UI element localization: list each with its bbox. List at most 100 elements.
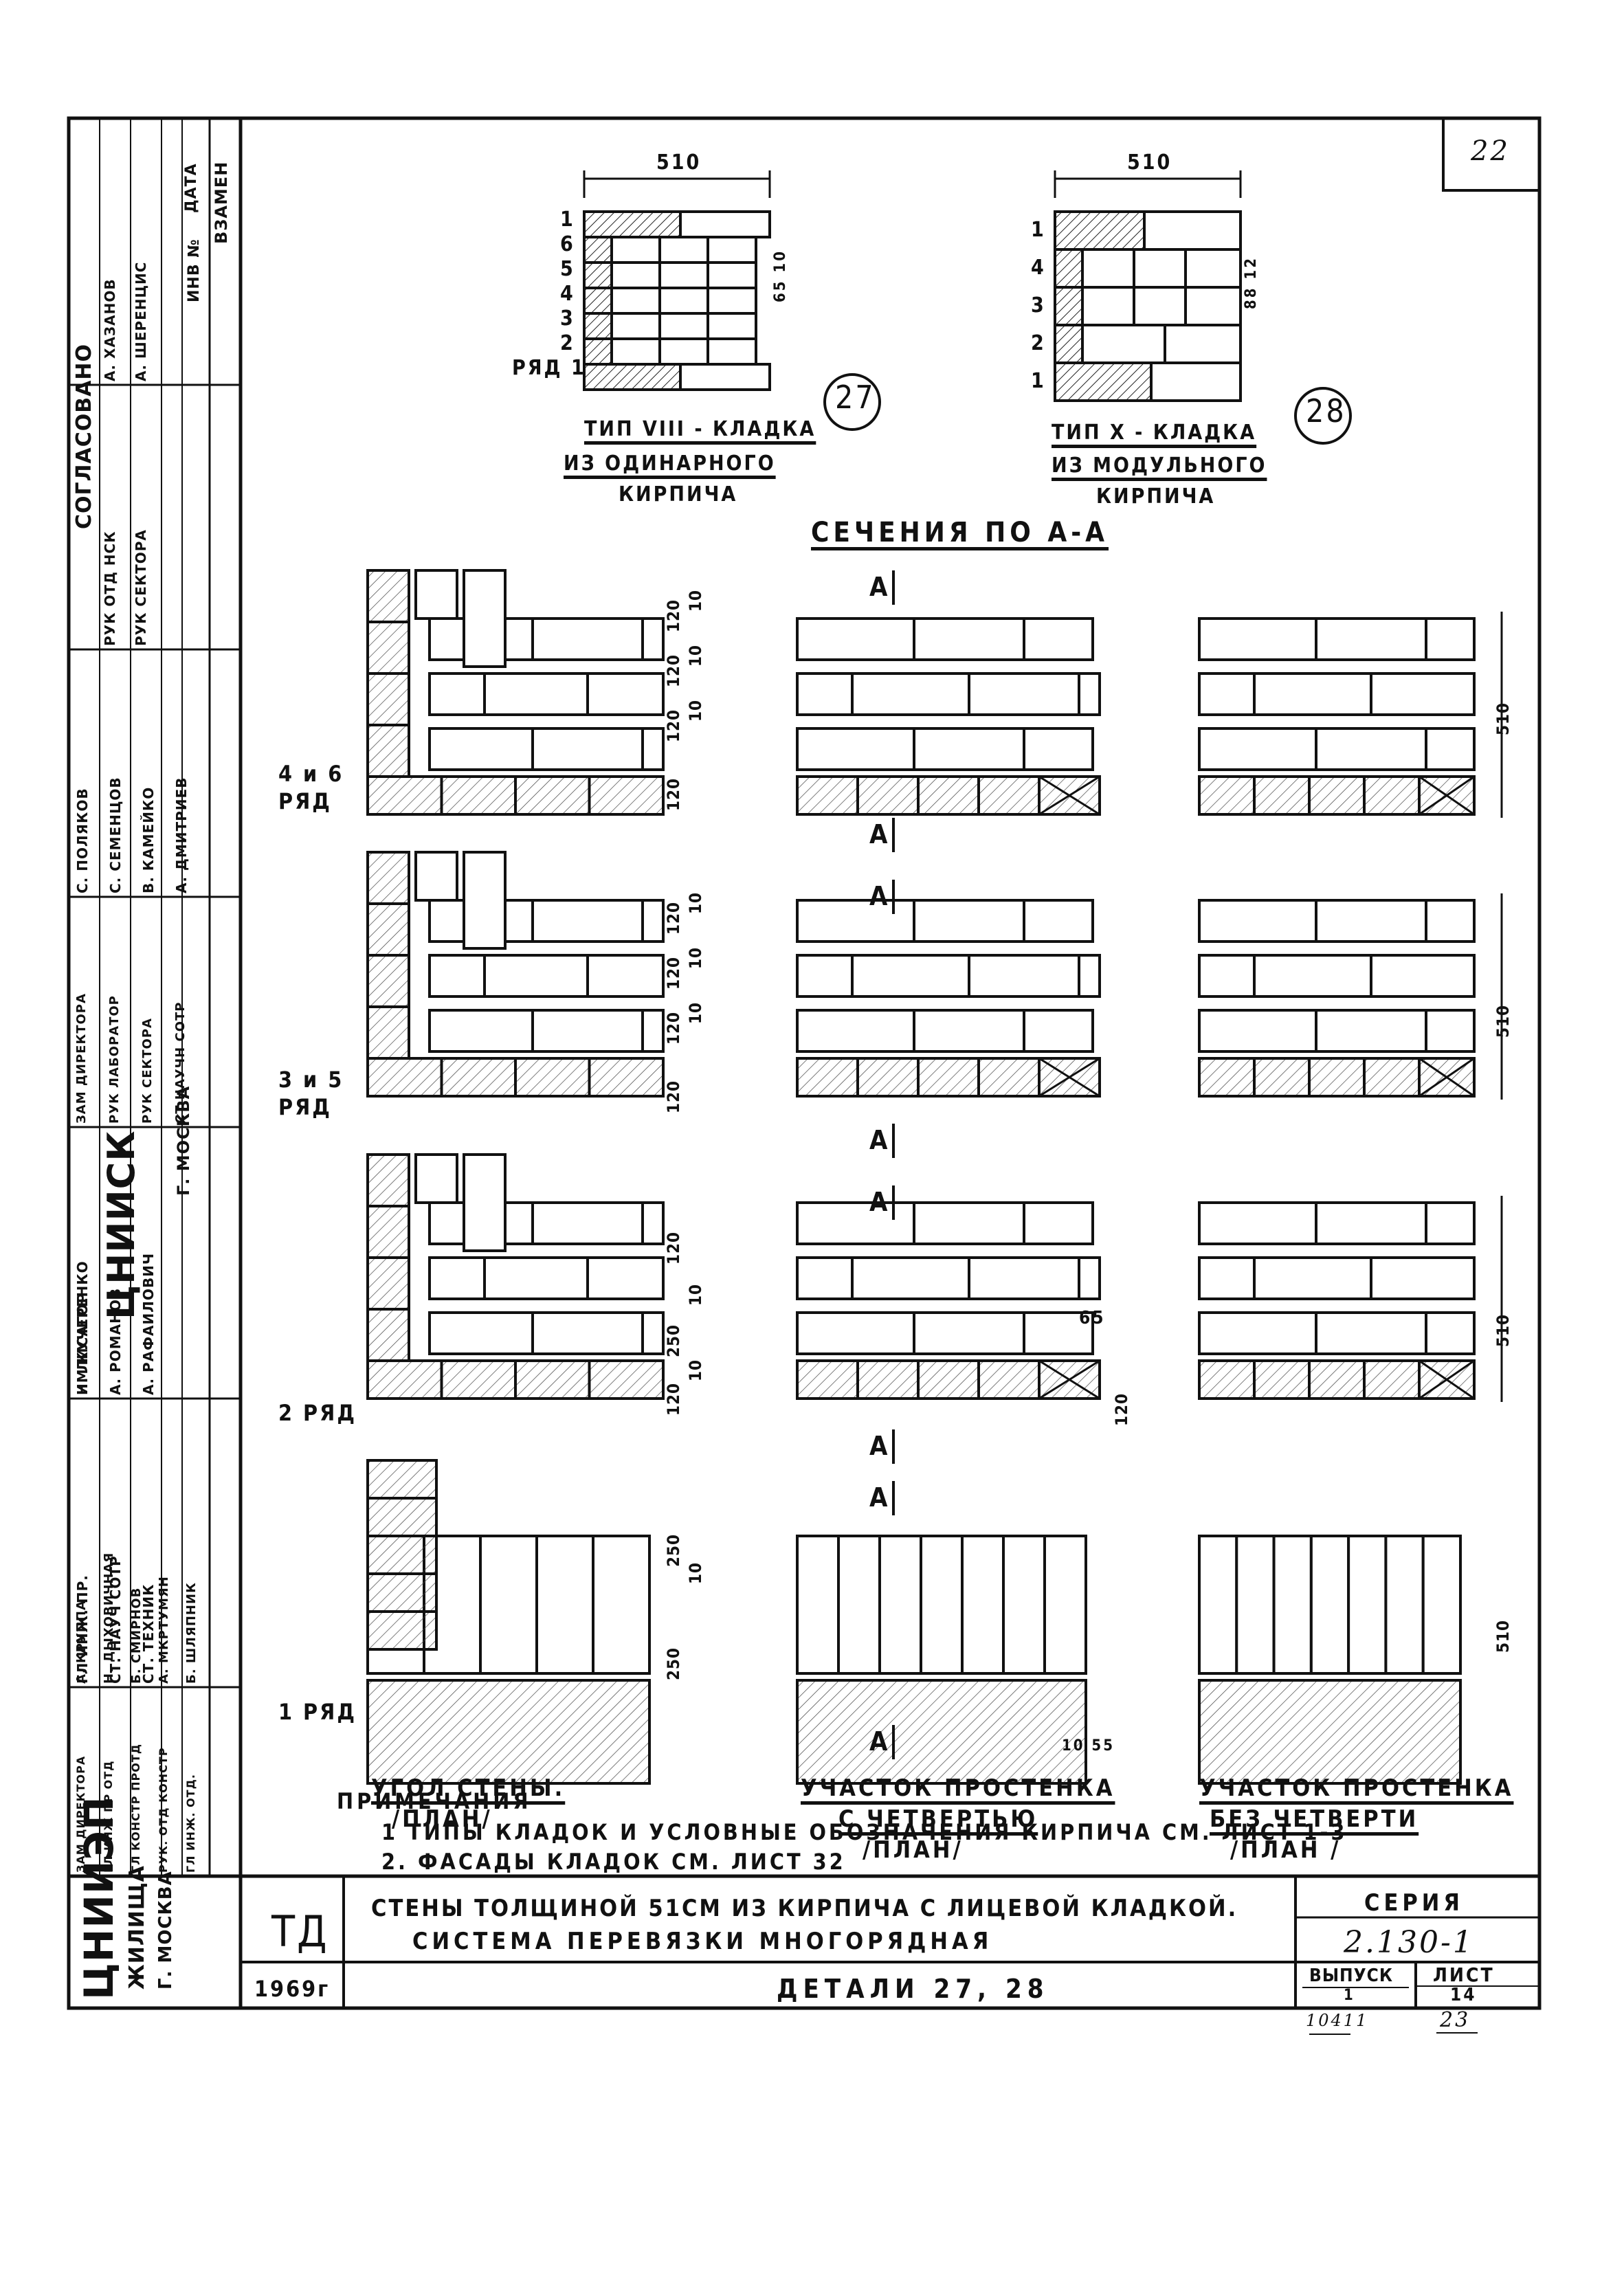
brick — [531, 1201, 644, 1245]
dim-120: 120 — [664, 1231, 683, 1265]
brick — [796, 672, 854, 716]
corner-brick — [366, 1497, 438, 1537]
brick — [414, 851, 458, 902]
top-brick — [583, 337, 613, 366]
brick — [1425, 617, 1476, 661]
brick — [1023, 1009, 1094, 1053]
title-block-lines — [69, 1874, 1539, 2035]
brick — [1023, 727, 1094, 771]
stamp-name: А. МКРТУМЯН — [157, 1576, 171, 1684]
brick — [878, 1535, 922, 1675]
top-brick — [707, 261, 757, 289]
hatched-brick — [977, 1359, 1041, 1400]
top-brick — [1184, 248, 1242, 289]
stamp-role: ГЛ ИНЖ ПР ОТД — [102, 1760, 115, 1873]
brick — [414, 569, 458, 620]
stamp-role: РУК СЕКТОРА — [140, 1018, 155, 1124]
hatched-brick — [1198, 1359, 1256, 1400]
note-2: 2. ФАСАДЫ КЛАДОК СМ. ЛИСТ 32 — [381, 1849, 846, 1875]
sheet-number: 22 — [1471, 135, 1510, 167]
corner-brick — [366, 851, 410, 905]
dim-120: 120 — [664, 956, 683, 990]
column-caption-0: УГОЛ СТЕНЫ. — [371, 1774, 566, 1802]
brick — [463, 1153, 507, 1252]
section-2-2 — [1198, 1196, 1503, 1402]
dim-120: 120 — [664, 1080, 683, 1113]
detail-28-caption-1: ТИП X - КЛАДКА — [1052, 421, 1257, 445]
section-mark-a: А — [869, 1482, 890, 1513]
brick — [1253, 1256, 1372, 1300]
hatched-brick — [917, 1359, 980, 1400]
top-brick — [610, 337, 661, 366]
brick — [483, 954, 589, 998]
brick — [968, 954, 1080, 998]
stamp-role: РУК ЛАБОРАТОР — [107, 995, 122, 1124]
brick — [913, 1201, 1025, 1245]
dim-510: 510 — [1493, 702, 1513, 735]
section-3-1 — [796, 1535, 1087, 1785]
detail-27-row-label: 6 — [560, 232, 575, 256]
section-3-2 — [1198, 1535, 1462, 1785]
top-brick — [658, 236, 709, 264]
brick — [428, 1311, 534, 1355]
brick — [1198, 954, 1256, 998]
stamp-name: С. СЕМЕНЦОВ — [107, 777, 124, 893]
corner-brick — [366, 1308, 410, 1362]
tb-below-right: 23 — [1440, 2008, 1471, 2032]
top-brick — [658, 261, 709, 289]
dim-88-12: 88 12 — [1243, 256, 1260, 309]
section-mark-a: А — [869, 819, 890, 849]
hatched-course — [366, 1679, 651, 1785]
dim-10: 10 — [686, 1359, 705, 1381]
hatched-brick — [856, 1359, 920, 1400]
corner-brick — [366, 1205, 410, 1259]
top-brick — [1150, 361, 1242, 402]
top-brick — [1164, 324, 1242, 364]
hatched-brick — [1363, 1057, 1421, 1098]
hatched-brick — [440, 775, 517, 816]
dim-10: 10 — [686, 1561, 705, 1584]
section-1-1 — [796, 899, 1101, 1098]
hatched-brick — [917, 775, 980, 816]
brick — [586, 1256, 665, 1300]
brick — [1315, 727, 1427, 771]
top-brick — [1081, 286, 1135, 326]
top-brick — [707, 236, 757, 264]
tb-issue: 1 — [1344, 1987, 1355, 2004]
top-brick — [1054, 324, 1084, 364]
brick — [463, 851, 507, 950]
top-brick — [679, 210, 771, 238]
column-caption-1: /ПЛАН/ — [863, 1836, 964, 1864]
detail-27-row-label: 4 — [560, 282, 575, 306]
stamp-name: А. ДМИТРИЕВ — [173, 777, 190, 893]
dim-65: 65 — [1079, 1308, 1106, 1328]
brick — [1347, 1535, 1388, 1675]
brick — [796, 1009, 915, 1053]
detail-27-circle — [823, 373, 881, 431]
tb-city: Г. МОСКВА — [155, 1871, 176, 1990]
tb-code: ТД — [271, 1906, 329, 1957]
column-caption-1: УЧАСТОК ПРОСТЕНКА — [801, 1774, 1115, 1802]
brick — [428, 1009, 534, 1053]
brick — [1315, 899, 1427, 943]
dim-510: 510 — [1493, 1004, 1513, 1038]
tb-issue-label: ВЫПУСК — [1309, 1965, 1393, 1986]
brick — [961, 1535, 1005, 1675]
corner-brick — [366, 1535, 438, 1575]
top-brick — [1133, 286, 1187, 326]
brick — [1078, 954, 1101, 998]
hatched-course — [1198, 1679, 1462, 1785]
hatched-brick — [977, 775, 1041, 816]
stamp-name: Б. СМИРНОВ — [129, 1587, 144, 1684]
top-brick — [1143, 210, 1242, 251]
dim-250: 250 — [664, 1647, 683, 1680]
dim-250: 250 — [664, 1324, 683, 1357]
stamp-agreed: СОГЛАСОВАНО — [72, 344, 96, 529]
detail-28-caption-3: КИРПИЧА — [1096, 485, 1216, 509]
brick — [851, 1256, 970, 1300]
section-1-0 — [366, 851, 665, 1098]
section-mark-a: А — [869, 572, 890, 602]
brick — [796, 1535, 840, 1675]
brick — [1002, 1535, 1046, 1675]
row-label-3: 1 РЯД — [278, 1699, 357, 1725]
